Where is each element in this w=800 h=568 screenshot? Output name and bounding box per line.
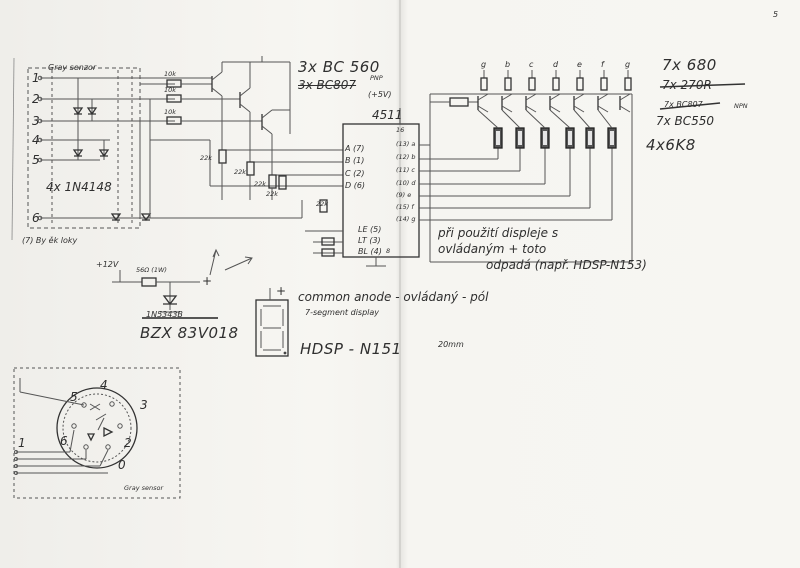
seven-segment-display <box>255 288 289 357</box>
decoder-out-d: (10) d <box>396 179 416 187</box>
diode-label: 4x 1N4148 <box>46 180 112 194</box>
note-line-1: při použití displeje s <box>438 226 559 240</box>
decoder-name: 4511 <box>372 108 403 122</box>
res-base-3: 10k <box>164 108 177 116</box>
conn-pin-0: 0 <box>118 458 126 472</box>
sensor-pin-2: 2 <box>32 92 40 106</box>
decoder-pin16: 16 <box>396 126 405 134</box>
seg-label-2: b <box>505 60 511 69</box>
connector-drawing <box>13 367 181 499</box>
zener-res: 56Ω (1W) <box>136 266 167 274</box>
seg-label-5: e <box>577 60 582 69</box>
decoder-out-b: (12) b <box>396 153 416 161</box>
seg-label-6: f <box>601 60 604 69</box>
sensor-title: Gray senzor <box>48 63 97 72</box>
decoder-out-a: (13) a <box>396 140 416 148</box>
supply-5v: (+5V) <box>368 90 392 99</box>
sensor-pin-6: 6 <box>32 211 40 225</box>
sensor-block <box>27 67 212 229</box>
sensor-pin-4: 4 <box>32 133 40 147</box>
pnp-part: 3x BC 560 <box>298 58 380 76</box>
npn-struck-label: 7x BC807 <box>664 100 703 109</box>
pnp-type: PNP <box>370 74 383 82</box>
res-pd-2: 22k <box>234 168 247 176</box>
page-mark: 5 <box>773 10 779 19</box>
note-line-2: ovládaným + toto <box>438 242 547 256</box>
sensor-pin-5: 5 <box>32 153 40 167</box>
decoder-in-a: A (7) <box>345 144 365 153</box>
seg-label-1: g <box>481 60 487 69</box>
pnp-transistors <box>150 56 343 219</box>
connector-title: Gray sensor <box>124 484 164 492</box>
decoder-out-f: (15) f <box>396 203 414 211</box>
res-pd-3: 22k <box>254 180 267 188</box>
conn-pin-1: 1 <box>18 436 26 450</box>
res-680-label: 7x 680 <box>662 56 717 74</box>
display-desc: common anode - ovládaný - pól <box>298 290 489 304</box>
decoder-out-e: (9) e <box>396 191 412 199</box>
display-anode: + <box>276 284 287 298</box>
decoder-in-d: D (6) <box>345 181 366 190</box>
base-network <box>139 79 262 218</box>
decoder-le: LE (5) <box>358 225 382 234</box>
zener-plus: + <box>202 274 213 288</box>
res-6k8-label: 4x6K8 <box>646 136 696 154</box>
conn-pin-4: 4 <box>100 378 108 392</box>
sensor-pin-3: 3 <box>32 114 40 128</box>
seg-label-7: g <box>625 60 631 69</box>
display-desc2: 7-segment display <box>305 308 380 317</box>
decoder-out-g: (14) g <box>396 215 416 223</box>
res-pd-1: 22k <box>200 154 213 162</box>
zener-supply: +12V <box>96 260 119 269</box>
conn-pin-2: 2 <box>124 436 132 450</box>
zener-part: BZX 83V018 <box>140 324 239 342</box>
decoder-gnd: 8 <box>386 247 391 255</box>
conn-pin-3: 3 <box>140 398 148 412</box>
zener-section <box>112 248 253 319</box>
sensor-pin-1: 1 <box>32 71 40 85</box>
pnp-part-struck: 3x BC807 <box>298 78 357 92</box>
res-supply: 22k <box>316 200 329 208</box>
res-base-2: 10k <box>164 86 177 94</box>
conn-pin-5: 5 <box>70 390 78 404</box>
display-size: 20mm <box>438 340 464 349</box>
res-270-label: 7x 270R <box>662 78 712 92</box>
seg-label-4: d <box>553 60 559 69</box>
npn-type-label: NPN <box>734 102 748 110</box>
sensor-note: (7) By ěk loky <box>22 236 78 245</box>
res-base-1: 10k <box>164 70 177 78</box>
decoder-in-c: C (2) <box>345 169 365 178</box>
npn-label: 7x BC550 <box>656 114 715 128</box>
zener-part-struck: 1N5343B <box>146 310 183 319</box>
seg-label-3: c <box>529 60 534 69</box>
note-line-3: odpadá (např. HDSP-N153) <box>486 258 647 272</box>
decoder-out-c: (11) c <box>396 166 415 174</box>
decoder-bl: BL (4) <box>358 247 382 256</box>
segment-drivers <box>429 70 746 263</box>
conn-pin-6: 6 <box>60 434 68 448</box>
decoder-in-b: B (1) <box>345 156 365 165</box>
res-pd-4: 22k <box>266 190 279 198</box>
display-part: HDSP - N151 <box>300 340 402 358</box>
decoder-4511 <box>305 108 613 267</box>
decoder-lt: LT (3) <box>358 236 381 245</box>
